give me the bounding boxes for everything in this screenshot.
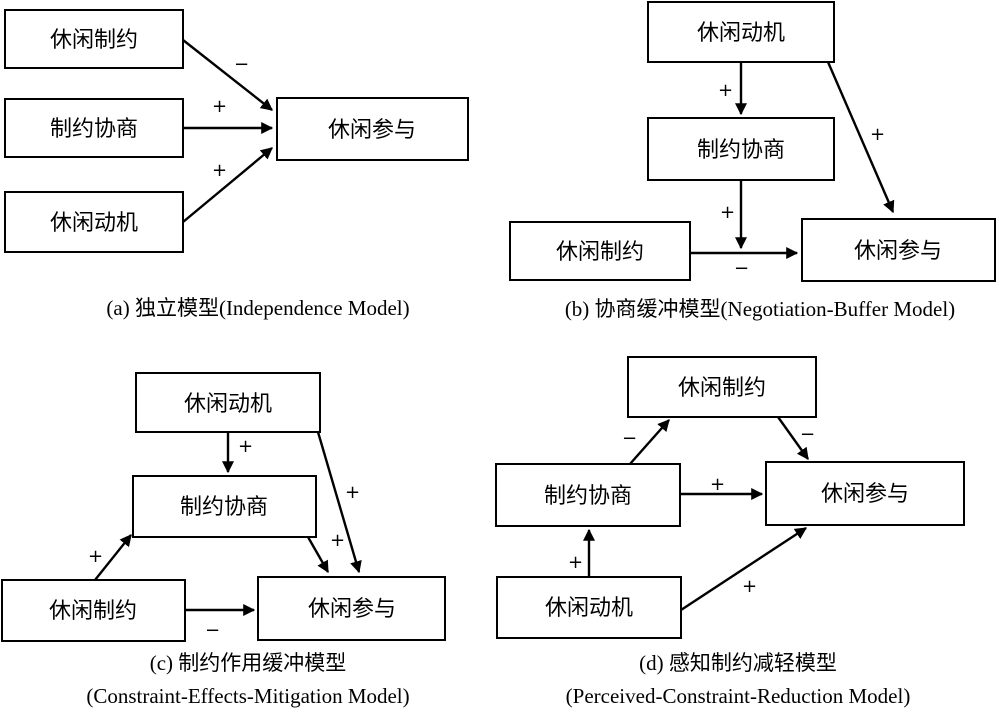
a-arrow-constraint-to-participation (182, 39, 273, 111)
c-caption-line1: (c) 制约作用缓冲模型 (150, 651, 347, 675)
b-node-participation: 休闲参与 (801, 218, 996, 282)
c-caption-line2: (Constraint-Effects-Mitigation Model) (86, 684, 409, 708)
panel-b-negotiation-buffer-model: 休闲动机 制约协商 休闲制约 休闲参与 + + + − (b) 协商缓冲模型(N… (509, 1, 996, 321)
d-arrow-constraint-to-participation (777, 416, 809, 460)
a-sign-motivation: + (212, 160, 227, 181)
c-node-negotiation-label: 制约协商 (180, 495, 268, 520)
c-node-constraint: 休闲制约 (1, 579, 186, 642)
d-node-motivation-label: 休闲动机 (545, 596, 633, 621)
c-sign-negotiation-participation: + (330, 530, 345, 551)
a-node-motivation-label: 休闲动机 (50, 211, 138, 236)
b-node-motivation: 休闲动机 (647, 1, 835, 63)
c-node-motivation: 休闲动机 (135, 372, 321, 433)
a-node-negotiation-label: 制约协商 (50, 117, 138, 142)
a-caption: (a) 独立模型(Independence Model) (106, 296, 409, 320)
a-sign-negotiation: + (212, 96, 227, 117)
panel-c-constraint-effects-mitigation-model: 休闲动机 制约协商 休闲制约 休闲参与 + + + + − (c) 制约作用缓冲… (1, 372, 446, 708)
d-node-constraint-label: 休闲制约 (678, 376, 766, 401)
c-node-negotiation: 制约协商 (132, 475, 317, 538)
c-node-participation-label: 休闲参与 (308, 597, 396, 622)
d-sign-motivation-negotiation: + (568, 552, 583, 573)
b-node-negotiation: 制约协商 (647, 117, 835, 181)
b-node-participation-label: 休闲参与 (854, 239, 942, 264)
b-node-constraint: 休闲制约 (509, 221, 691, 281)
c-sign-motivation-negotiation: + (238, 436, 253, 457)
b-caption: (b) 协商缓冲模型(Negotiation-Buffer Model) (565, 297, 955, 321)
c-node-constraint-label: 休闲制约 (49, 599, 137, 624)
d-node-motivation: 休闲动机 (496, 576, 682, 639)
d-sign-negotiation-participation: + (710, 474, 725, 495)
panel-a-independence-model: 休闲制约 制约协商 休闲动机 休闲参与 − + + (a) 独立模型(Indep… (4, 9, 469, 320)
c-node-participation: 休闲参与 (257, 576, 446, 641)
b-sign-motivation-negotiation: + (718, 80, 733, 101)
d-node-constraint: 休闲制约 (627, 356, 817, 418)
d-node-participation: 休闲参与 (765, 461, 965, 526)
c-sign-constraint-participation: − (205, 620, 220, 641)
c-sign-constraint-negotiation: + (88, 546, 103, 567)
b-arrow-motivation-to-participation (826, 61, 895, 214)
a-node-constraint: 休闲制约 (4, 9, 184, 69)
b-node-negotiation-label: 制约协商 (697, 138, 785, 163)
c-arrow-negotiation-to-participation (306, 536, 330, 574)
c-arrow-motivation-to-participation (316, 431, 362, 574)
d-node-negotiation: 制约协商 (495, 463, 681, 527)
d-caption-line1: (d) 感知制约减轻模型 (639, 651, 837, 675)
d-node-negotiation-label: 制约协商 (544, 484, 632, 509)
c-arrow-constraint-to-negotiation (94, 534, 132, 581)
a-node-participation-label: 休闲参与 (328, 118, 416, 143)
d-caption-line2: (Perceived-Constraint-Reduction Model) (566, 684, 911, 708)
a-sign-constraint: − (234, 54, 249, 75)
b-node-motivation-label: 休闲动机 (697, 21, 785, 46)
c-node-motivation-label: 休闲动机 (184, 392, 272, 417)
d-sign-motivation-participation: + (742, 576, 757, 597)
a-node-constraint-label: 休闲制约 (50, 28, 138, 53)
b-sign-motivation-participation: + (870, 124, 885, 145)
d-arrow-negotiation-to-constraint (629, 419, 670, 465)
d-arrow-motivation-to-participation (680, 526, 808, 612)
a-node-participation: 休闲参与 (276, 97, 469, 161)
d-sign-constraint-participation: − (800, 424, 815, 445)
b-sign-constraint-participation: − (734, 258, 749, 279)
b-sign-negotiation-participation: + (720, 202, 735, 223)
a-node-negotiation: 制约协商 (4, 98, 184, 158)
d-node-participation-label: 休闲参与 (821, 482, 909, 507)
a-arrow-motivation-to-participation (182, 147, 273, 223)
a-node-motivation: 休闲动机 (4, 191, 184, 253)
b-node-constraint-label: 休闲制约 (556, 240, 644, 265)
panel-d-perceived-constraint-reduction-model: 休闲制约 制约协商 休闲参与 休闲动机 − − + + + (d) 感知制约减轻… (495, 356, 965, 708)
c-sign-motivation-participation: + (345, 482, 360, 503)
d-sign-negotiation-constraint: − (622, 428, 637, 449)
